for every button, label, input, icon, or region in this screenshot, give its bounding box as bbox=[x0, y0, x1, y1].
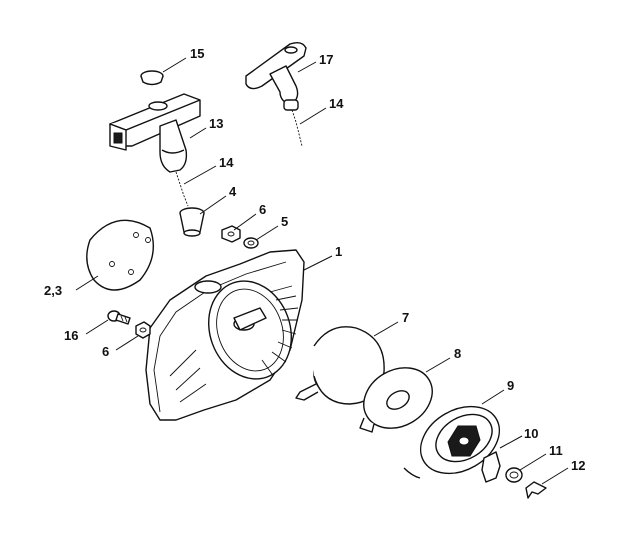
callout-17: 17 bbox=[319, 52, 333, 67]
callout-13: 13 bbox=[209, 116, 223, 131]
callout-6-lower: 6 bbox=[102, 344, 109, 359]
part-14-rope-upper bbox=[291, 109, 303, 147]
part-8-disc bbox=[359, 367, 433, 433]
part-10-pawl bbox=[481, 451, 501, 483]
part-1-housing bbox=[145, 249, 305, 421]
part-13-grip bbox=[109, 93, 201, 173]
part-7-spring bbox=[295, 326, 385, 405]
callout-1: 1 bbox=[335, 244, 342, 259]
callout-15: 15 bbox=[190, 46, 204, 61]
part-17-handle bbox=[245, 41, 307, 111]
callout-7: 7 bbox=[402, 310, 409, 325]
callout-6-upper: 6 bbox=[259, 202, 266, 217]
callout-14-upper: 14 bbox=[329, 96, 344, 111]
callout-9: 9 bbox=[507, 378, 514, 393]
part-16-screw bbox=[107, 310, 131, 325]
callout-labels: 15 17 14 13 14 4 6 5 1 2,3 16 6 7 8 9 10… bbox=[44, 46, 585, 473]
part-6-nut-upper bbox=[221, 225, 241, 243]
part-12-clip bbox=[525, 481, 547, 499]
part-14-rope-lower bbox=[175, 171, 189, 207]
callout-8: 8 bbox=[454, 346, 461, 361]
callout-2-3: 2,3 bbox=[44, 283, 62, 298]
part-2-3-plate bbox=[86, 219, 154, 291]
leader-lines bbox=[75, 57, 569, 485]
part-9-rotor bbox=[403, 405, 501, 479]
callout-12: 12 bbox=[571, 458, 585, 473]
callout-11: 11 bbox=[549, 443, 563, 458]
part-5-washer bbox=[243, 237, 259, 249]
callout-16: 16 bbox=[64, 328, 78, 343]
callout-4: 4 bbox=[229, 184, 237, 199]
part-15-cap bbox=[140, 70, 164, 86]
part-6-nut-lower bbox=[135, 321, 151, 339]
part-4-bushing bbox=[179, 207, 205, 237]
part-11-washer bbox=[505, 467, 523, 483]
callout-14-lower: 14 bbox=[219, 155, 234, 170]
callout-5: 5 bbox=[281, 214, 288, 229]
callout-10: 10 bbox=[524, 426, 538, 441]
